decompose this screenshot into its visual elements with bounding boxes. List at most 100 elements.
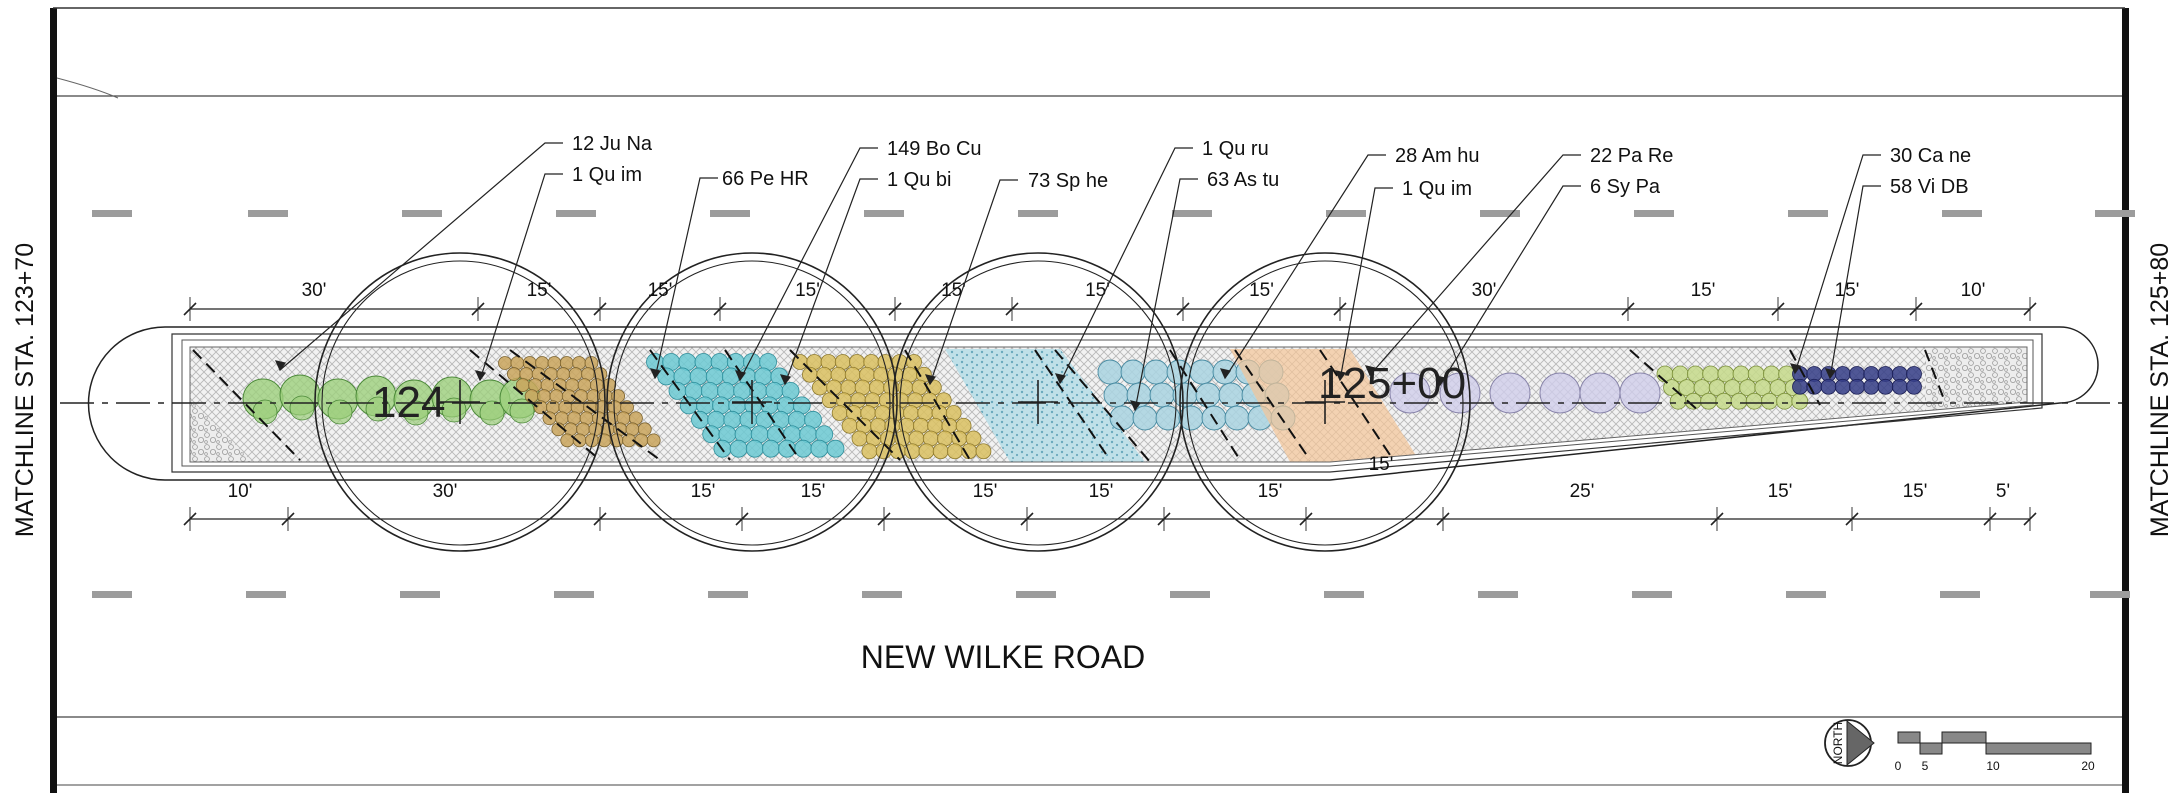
zone-separator — [1924, 349, 1946, 403]
dimension-label-top: 10' — [1961, 280, 1986, 301]
plant-callout-label: 73 Sp he — [1028, 170, 1108, 192]
shrub-group-vi-db — [1792, 366, 1922, 395]
plant-callout-label: 1 Qu im — [572, 164, 642, 186]
planting-bed — [190, 347, 2027, 462]
lane-stripe — [92, 591, 132, 598]
callout-leader — [739, 147, 878, 381]
plant-callout-label: 6 Sy Pa — [1590, 176, 1661, 198]
callout-leaders — [274, 142, 1881, 412]
zone-separator — [1629, 349, 1701, 413]
lane-stripe — [1170, 591, 1210, 598]
lane-stripe — [402, 210, 442, 217]
zone-separator — [789, 349, 901, 461]
zone-separator — [649, 349, 731, 461]
lane-stripe — [556, 210, 596, 217]
callout-arrowhead — [1789, 363, 1802, 375]
plant-callout-label: 1 Qu im — [1402, 178, 1472, 200]
perennial-group-pe-hr — [498, 356, 661, 448]
callout-arrowhead — [1824, 368, 1837, 380]
lane-stripe — [1324, 591, 1364, 598]
perennial-group-sp-he — [792, 354, 992, 460]
callout-leader — [1369, 154, 1581, 376]
shrub-group-ju-na — [242, 374, 541, 426]
callout-arrowhead — [649, 368, 662, 380]
callout-leader — [654, 177, 718, 379]
dimension-label-bottom: 15' — [801, 481, 826, 502]
lane-stripe — [1480, 210, 1520, 217]
lane-stripe — [1634, 210, 1674, 217]
sheet-border-left — [50, 8, 57, 793]
callout-leader — [1794, 154, 1881, 374]
north-arrow-label: NORTH — [1831, 722, 1845, 764]
lane-stripe — [248, 210, 288, 217]
callout-arrowhead — [474, 370, 487, 382]
callout-arrowhead — [924, 374, 937, 386]
scale-tick-20: 20 — [2081, 759, 2095, 773]
callout-arrowhead — [1219, 368, 1232, 380]
plant-callout-label: 1 Qu ru — [1202, 138, 1269, 160]
callout-leader — [1339, 187, 1393, 381]
dimension-label-top: 30' — [302, 280, 327, 301]
zone-separator — [509, 349, 661, 461]
tree-canopy-quercus — [606, 252, 898, 552]
lane-stripe — [864, 210, 904, 217]
zone-separator — [469, 349, 601, 461]
scale-tick-5: 5 — [1922, 759, 1929, 773]
lane-stripe — [1940, 591, 1980, 598]
dimension-label-bottom: 15' — [691, 481, 716, 502]
callout-leader — [1059, 147, 1193, 384]
zone-separator — [1234, 349, 1311, 461]
lane-stripe — [862, 591, 902, 598]
lane-stripe — [2090, 591, 2130, 598]
lane-stripe — [1786, 591, 1826, 598]
dimension-label-bottom: 30' — [433, 481, 458, 502]
lane-stripe — [1632, 591, 1672, 598]
dimension-label-top: 15' — [795, 280, 820, 301]
zone-separator — [1034, 349, 1111, 461]
callout-arrowhead — [1434, 375, 1447, 387]
zone-separator — [1054, 349, 1151, 463]
dimension-labels: 30'15'15'15'15'15'15'30'15'15'10'10'30'1… — [228, 280, 2010, 502]
dimension-label-top: 15' — [527, 280, 552, 301]
zone-separator — [904, 349, 971, 461]
callout-leader — [1439, 185, 1581, 386]
dimension-lines — [183, 297, 2037, 531]
dimension-label-top: 30' — [1472, 280, 1497, 301]
tree-canopy-quercus — [314, 252, 606, 552]
lane-stripe — [708, 591, 748, 598]
median-island-outer — [87, 326, 2099, 481]
callout-arrowhead — [1129, 400, 1142, 412]
callout-arrowhead — [779, 374, 792, 386]
lane-stripe — [1172, 210, 1212, 217]
callout-leader — [479, 173, 563, 381]
dimension-label-bottom: 25' — [1570, 481, 1595, 502]
groundcover-as-tu — [945, 349, 1145, 462]
lane-stripe — [246, 591, 286, 598]
dimension-label-bottom: 15' — [973, 481, 998, 502]
gravel-zone-left — [190, 347, 252, 462]
dimension-label-top: 15' — [1085, 280, 1110, 301]
station-label-124: 124 — [372, 378, 445, 427]
plant-callout-label: 63 As tu — [1207, 169, 1279, 191]
callout-arrowhead — [274, 360, 287, 372]
plant-callout-label: 12 Ju Na — [572, 133, 653, 155]
callout-leader — [1134, 178, 1198, 411]
lane-stripe — [1018, 210, 1058, 217]
dimension-label-top: 15' — [1691, 280, 1716, 301]
lane-stripe — [1326, 210, 1366, 217]
grass-group-bo-cu — [646, 353, 845, 458]
scale-tick-0: 0 — [1895, 759, 1902, 773]
zone-separator — [724, 349, 801, 461]
dimension-label-bottom: 5' — [1996, 481, 2010, 502]
station-label-125: 125+00 — [1318, 359, 1466, 408]
lane-stripe — [400, 591, 440, 598]
scale-bar: 0 5 10 20 — [1895, 731, 2095, 773]
lane-stripe — [2095, 210, 2135, 217]
dimension-label-bottom: 15' — [1089, 481, 1114, 502]
zone-separator — [1789, 349, 1821, 406]
plant-callout-label: 22 Pa Re — [1590, 145, 1673, 167]
plant-callout-label: 149 Bo Cu — [887, 138, 982, 160]
lane-stripe — [92, 210, 132, 217]
road-name: NEW WILKE ROAD — [861, 639, 1145, 675]
